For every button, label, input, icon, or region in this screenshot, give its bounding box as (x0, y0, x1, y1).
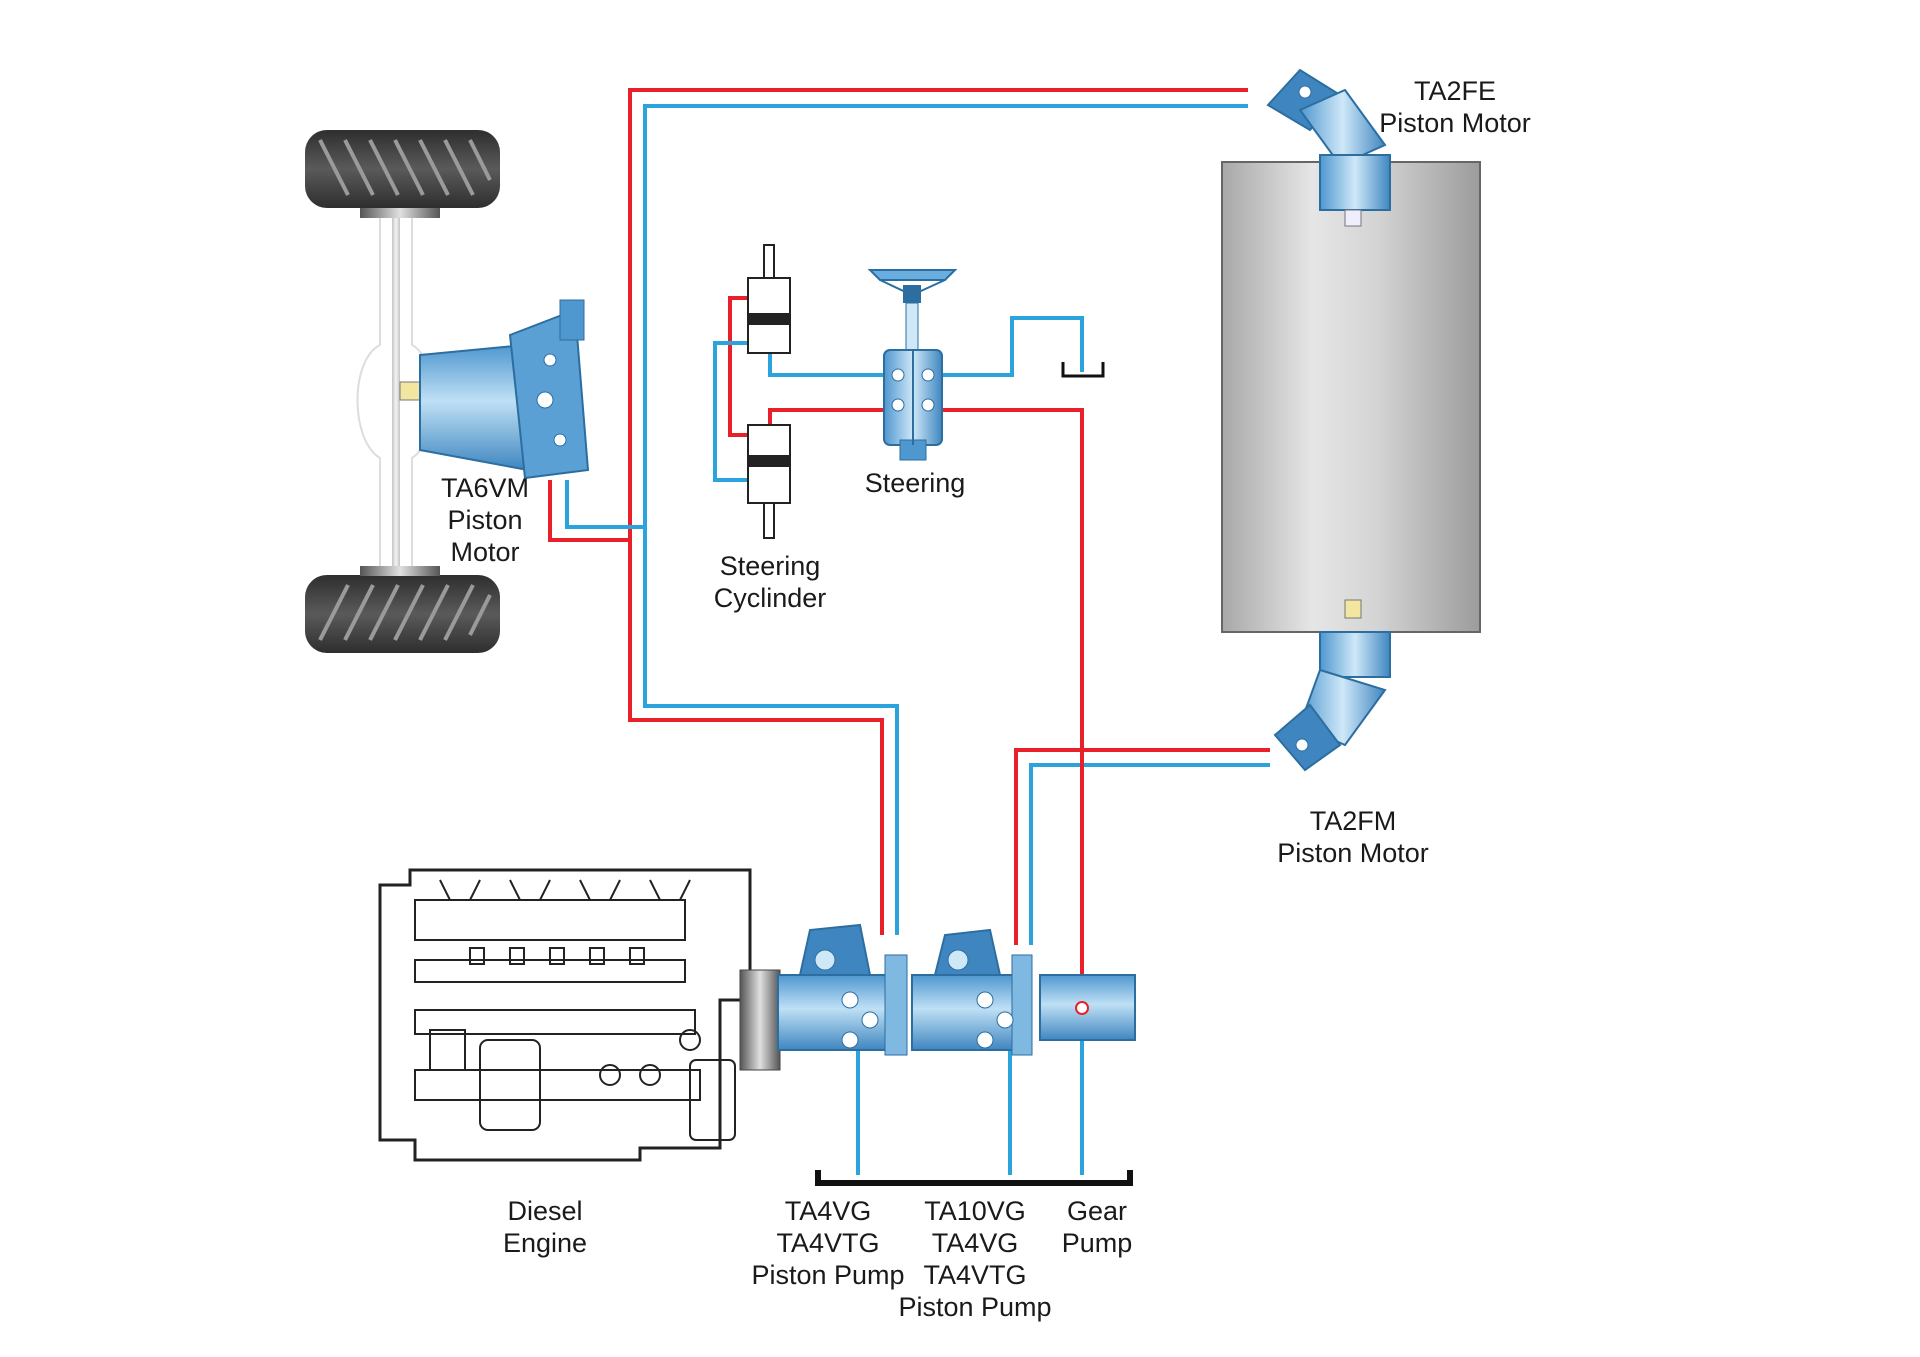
label-line: Cyclinder (714, 583, 827, 613)
axle-assembly (305, 130, 500, 653)
ta2fm-return-line (1029, 763, 1270, 945)
label-line: TA4VTG (776, 1228, 879, 1258)
piston-motor-icon (399, 299, 590, 480)
ta2fe-return-line (643, 104, 1248, 935)
piston-motor-icon (1273, 599, 1391, 772)
steering-wheel-icon (867, 269, 958, 354)
label-line: TA10VG (924, 1196, 1026, 1226)
hydraulic-cylinder-icon (747, 424, 791, 539)
label-line: Steering (865, 468, 966, 498)
label-steering: Steering (865, 468, 966, 498)
label-line: Piston Motor (1379, 108, 1531, 138)
cylinder-cross-line (728, 296, 752, 437)
diesel-engine-icon (378, 868, 781, 1162)
label-ta2fm: TA2FM Piston Motor (1277, 806, 1429, 868)
tire-icon (305, 130, 500, 218)
piston-pump-icon (777, 923, 908, 1056)
label-line: Gear (1067, 1196, 1127, 1226)
ta2fe-pressure-line (628, 88, 1248, 935)
piston-pump-icon (911, 928, 1033, 1056)
label-line: TA2FE (1414, 76, 1496, 106)
steering-cylinder-pressure-line (768, 408, 928, 430)
label-line: TA4VTG (923, 1260, 1026, 1290)
label-line: Pump (1062, 1228, 1133, 1258)
label-line: TA4VG (785, 1196, 872, 1226)
label-gear-pump: Gear Pump (1062, 1196, 1133, 1258)
tank-icon (1061, 362, 1105, 378)
label-steering-cylinder: Steering Cyclinder (714, 551, 827, 613)
gear-pump-icon (1039, 974, 1136, 1041)
label-ta4vg-pump: TA4VG TA4VTG Piston Pump (751, 1196, 904, 1290)
hydraulic-lines (548, 88, 1270, 1175)
label-line: Diesel (507, 1196, 582, 1226)
hydraulic-cylinder-icon (747, 244, 791, 354)
label-line: Piston Pump (751, 1260, 904, 1290)
label-line: Engine (503, 1228, 587, 1258)
label-line: Piston Pump (898, 1292, 1051, 1322)
label-ta6vm: TA6VM Piston Motor (441, 473, 529, 567)
label-line: Motor (450, 537, 519, 567)
piston-motor-icon (1266, 68, 1391, 227)
steering-return-line (768, 316, 1084, 377)
label-line: TA6VM (441, 473, 529, 503)
label-line: TA2FM (1310, 806, 1397, 836)
mixer-drum (1221, 161, 1481, 633)
tire-icon (305, 566, 500, 653)
label-line: TA4VG (932, 1228, 1019, 1258)
cylinder-return-line (713, 341, 752, 482)
ta6vm-pressure-line (548, 480, 630, 542)
steering-unit (883, 349, 943, 461)
label-ta10vg-pump: TA10VG TA4VG TA4VTG Piston Pump (898, 1196, 1051, 1322)
tank-bracket (815, 1170, 1133, 1186)
steering-pressure-line (928, 408, 1084, 1012)
ta2fm-pressure-line (1014, 748, 1270, 945)
label-ta2fe: TA2FE Piston Motor (1379, 76, 1531, 138)
label-line: Steering (720, 551, 821, 581)
label-line: Piston (447, 505, 522, 535)
label-diesel-engine: Diesel Engine (503, 1196, 587, 1258)
label-line: Piston Motor (1277, 838, 1429, 868)
ta6vm-return-line (565, 480, 645, 529)
